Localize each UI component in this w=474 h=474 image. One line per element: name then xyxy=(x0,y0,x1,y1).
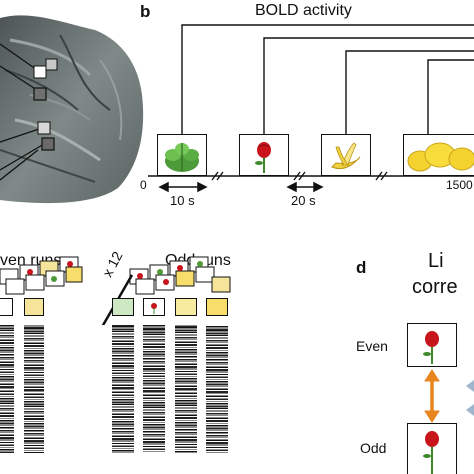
odd-run-thumb xyxy=(175,298,197,316)
even-run-thumb xyxy=(0,298,13,316)
stimulus-lemon xyxy=(403,134,474,176)
brain-slice-image xyxy=(0,15,144,204)
panel-d-title-line2: corre xyxy=(412,276,458,298)
stimulus-mint xyxy=(157,134,207,176)
odd-label: Odd xyxy=(360,440,387,456)
timeline-end-tick: 1500 xyxy=(446,178,473,192)
even-run-pattern xyxy=(0,325,14,453)
interval-duration-label: 20 s xyxy=(291,193,316,208)
timeline-start-tick: 0 xyxy=(140,178,147,192)
stimulus-rose xyxy=(239,134,289,176)
even-run-thumb xyxy=(24,298,44,316)
odd-run-pattern xyxy=(206,325,228,453)
odd-run-pattern xyxy=(112,325,134,453)
run-stacks xyxy=(0,256,231,325)
panel-d-letter: d xyxy=(356,258,367,277)
stimulus-duration-label: 10 s xyxy=(170,193,195,208)
bold-activity-title: BOLD activity xyxy=(255,2,352,19)
odd-rose-image xyxy=(407,423,457,474)
even-label: Even xyxy=(356,338,388,354)
even-rose-image xyxy=(407,323,457,367)
odd-run-pattern xyxy=(143,325,165,453)
panel-d-title-line1: Li xyxy=(428,250,444,272)
correlation-arrows xyxy=(424,369,474,423)
panel-b-letter: b xyxy=(140,2,151,21)
even-run-pattern xyxy=(24,325,44,453)
odd-run-thumb xyxy=(112,298,134,316)
bold-connector-lines xyxy=(148,24,474,193)
odd-run-thumb xyxy=(206,298,228,316)
odd-run-pattern xyxy=(175,325,197,453)
stimulus-banana xyxy=(321,134,371,176)
odd-run-thumb xyxy=(143,298,165,316)
